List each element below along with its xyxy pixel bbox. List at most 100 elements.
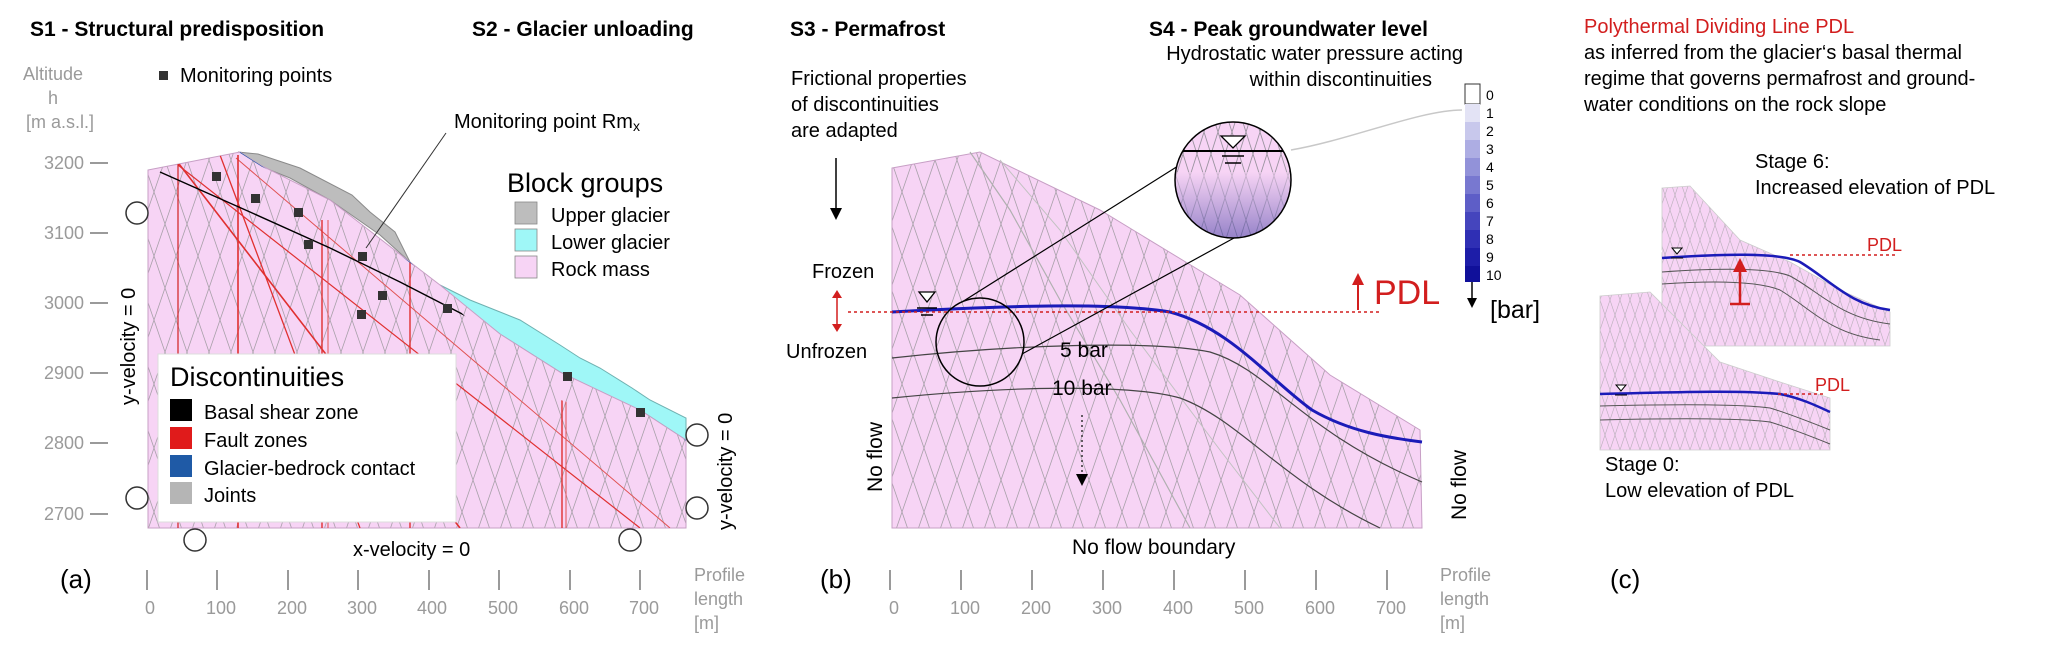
y-tick: 2800 bbox=[44, 433, 84, 453]
svg-text:Stage 0:: Stage 0: bbox=[1605, 454, 1680, 476]
x-axis-b: 0 100 200 300 400 500 600 700 bbox=[889, 570, 1406, 618]
discontinuities-item: Glacier-bedrock contact bbox=[204, 458, 416, 480]
scale-value: 10 bbox=[1486, 267, 1502, 283]
discontinuities-item: Fault zones bbox=[204, 430, 307, 452]
stage6-rise-arrow bbox=[1730, 258, 1750, 306]
unfrozen-label: Unfrozen bbox=[786, 341, 867, 363]
profile-length-label-b: Profile length [m] bbox=[1440, 565, 1491, 633]
rock-mass-block-b bbox=[891, 151, 1423, 529]
no-flow-left: No flow bbox=[864, 421, 887, 492]
y-tick: 3100 bbox=[44, 223, 84, 243]
svg-text:length: length bbox=[694, 589, 743, 609]
scale-value: 3 bbox=[1486, 141, 1494, 157]
svg-text:Stage 6:: Stage 6: bbox=[1755, 151, 1830, 173]
pdl-label: PDL bbox=[1374, 274, 1440, 312]
pressure-scale bbox=[1464, 83, 1481, 308]
pdl-arrowhead bbox=[1352, 273, 1364, 285]
stage6-contour bbox=[1661, 268, 1891, 325]
hydrostatic-text: Hydrostatic water pressure acting within… bbox=[1166, 43, 1463, 91]
joint-line bbox=[969, 151, 1191, 529]
x-tick: 100 bbox=[206, 598, 236, 618]
zoom-detail bbox=[1174, 121, 1292, 239]
title-s3: S3 - Permafrost bbox=[790, 18, 945, 41]
profile-length-label-a: Profile length [m] bbox=[694, 565, 745, 633]
stage0-contour bbox=[1599, 404, 1831, 431]
block-groups-item: Rock mass bbox=[551, 259, 650, 281]
stage0-groundwater-line bbox=[1599, 390, 1831, 414]
svg-text:Profile: Profile bbox=[1440, 565, 1491, 585]
zoom-connector bbox=[961, 165, 1179, 303]
x-tick: 700 bbox=[629, 598, 659, 618]
monitoring-legend-marker bbox=[159, 71, 168, 80]
discontinuities-legend: Discontinuities Basal shear zone Fault z… bbox=[157, 353, 457, 523]
pressure-contour-10bar bbox=[891, 387, 1381, 529]
monitoring-legend-label: Monitoring points bbox=[180, 65, 332, 87]
joint-line bbox=[999, 159, 1281, 529]
stage6-groundwater-line bbox=[1661, 253, 1891, 312]
x-tick: 300 bbox=[347, 598, 377, 618]
title-s4: S4 - Peak groundwater level bbox=[1149, 18, 1428, 41]
panel-b-letter: (b) bbox=[820, 564, 852, 594]
svg-text:as inferred from the glacier‘s: as inferred from the glacier‘s basal the… bbox=[1584, 42, 1962, 64]
monitoring-callout: Monitoring point Rmx bbox=[454, 111, 640, 134]
stage6-water-symbol bbox=[1670, 247, 1684, 259]
y-velocity-right: y-velocity = 0 bbox=[715, 413, 737, 530]
title-s1: S1 - Structural predisposition bbox=[30, 18, 324, 41]
scale-value: 6 bbox=[1486, 195, 1494, 211]
block-groups-item: Lower glacier bbox=[551, 232, 670, 254]
discontinuities-item: Joints bbox=[204, 485, 256, 507]
boundary-rollers bbox=[125, 201, 709, 552]
frictional-arrowhead bbox=[830, 208, 842, 220]
stage0-label: Stage 0: Low elevation of PDL bbox=[1605, 454, 1794, 502]
flow-arrowhead bbox=[1076, 474, 1088, 486]
x-tick: 600 bbox=[559, 598, 589, 618]
title-s2: S2 - Glacier unloading bbox=[472, 18, 694, 41]
no-flow-right: No flow bbox=[1448, 449, 1471, 520]
svg-text:regime that governs permafrost: regime that governs permafrost and groun… bbox=[1584, 68, 1975, 90]
block-groups-legend: Block groups Upper glacier Lower glacier… bbox=[507, 168, 670, 281]
x-tick: 700 bbox=[1376, 598, 1406, 618]
stage0-block bbox=[1599, 291, 1831, 451]
panel-a: S1 - Structural predisposition S2 - Glac… bbox=[23, 18, 745, 633]
x-velocity: x-velocity = 0 bbox=[353, 539, 470, 561]
scale-value: 9 bbox=[1486, 249, 1494, 265]
svg-text:Increased elevation of PDL: Increased elevation of PDL bbox=[1755, 177, 1995, 199]
svg-text:Hydrostatic water pressure act: Hydrostatic water pressure acting bbox=[1166, 43, 1463, 65]
x-tick: 200 bbox=[277, 598, 307, 618]
x-tick: 600 bbox=[1305, 598, 1335, 618]
groundwater-line bbox=[891, 304, 1423, 444]
x-axis: 0 100 200 300 400 500 600 700 bbox=[145, 570, 659, 618]
scale-value: 0 bbox=[1486, 87, 1494, 103]
x-tick: 100 bbox=[950, 598, 980, 618]
panel-a-letter: (a) bbox=[60, 564, 92, 594]
frictional-text: Frictional properties of discontinuities… bbox=[791, 68, 967, 142]
no-flow-boundary: No flow boundary bbox=[1072, 536, 1236, 559]
svg-text:Frictional properties: Frictional properties bbox=[791, 68, 967, 90]
upper-glacier bbox=[237, 151, 411, 263]
panel-b: S3 - Permafrost S4 - Peak groundwater le… bbox=[786, 18, 1540, 633]
block-groups-item: Upper glacier bbox=[551, 205, 670, 227]
discontinuities-title: Discontinuities bbox=[170, 362, 344, 392]
stage6-label: Stage 6: Increased elevation of PDL bbox=[1755, 151, 1995, 199]
x-tick: 400 bbox=[1163, 598, 1193, 618]
scale-value: 8 bbox=[1486, 231, 1494, 247]
svg-text:Profile: Profile bbox=[694, 565, 745, 585]
y-tick: 2900 bbox=[44, 363, 84, 383]
y-tick: 3200 bbox=[44, 153, 84, 173]
y-axis: 3200 3100 3000 2900 2800 2700 bbox=[44, 153, 108, 524]
x-tick: 500 bbox=[488, 598, 518, 618]
callout-line bbox=[365, 132, 447, 249]
svg-text:h: h bbox=[48, 88, 58, 108]
svg-text:Altitude: Altitude bbox=[23, 64, 83, 84]
altitude-label: Altitude h [m a.s.l.] bbox=[23, 64, 94, 132]
svg-text:are adapted: are adapted bbox=[791, 120, 898, 142]
detail-locator-circle bbox=[935, 297, 1025, 387]
pressure-scale-values: 0 1 2 3 4 5 6 7 8 9 10 bbox=[1486, 87, 1502, 283]
svg-text:within discontinuities: within discontinuities bbox=[1249, 69, 1432, 91]
stage6-pdl-label: PDL bbox=[1867, 235, 1902, 255]
scale-connector bbox=[1290, 109, 1463, 151]
scale-value: 2 bbox=[1486, 123, 1494, 139]
bar5-label: 5 bar bbox=[1060, 339, 1108, 362]
x-tick: 200 bbox=[1021, 598, 1051, 618]
